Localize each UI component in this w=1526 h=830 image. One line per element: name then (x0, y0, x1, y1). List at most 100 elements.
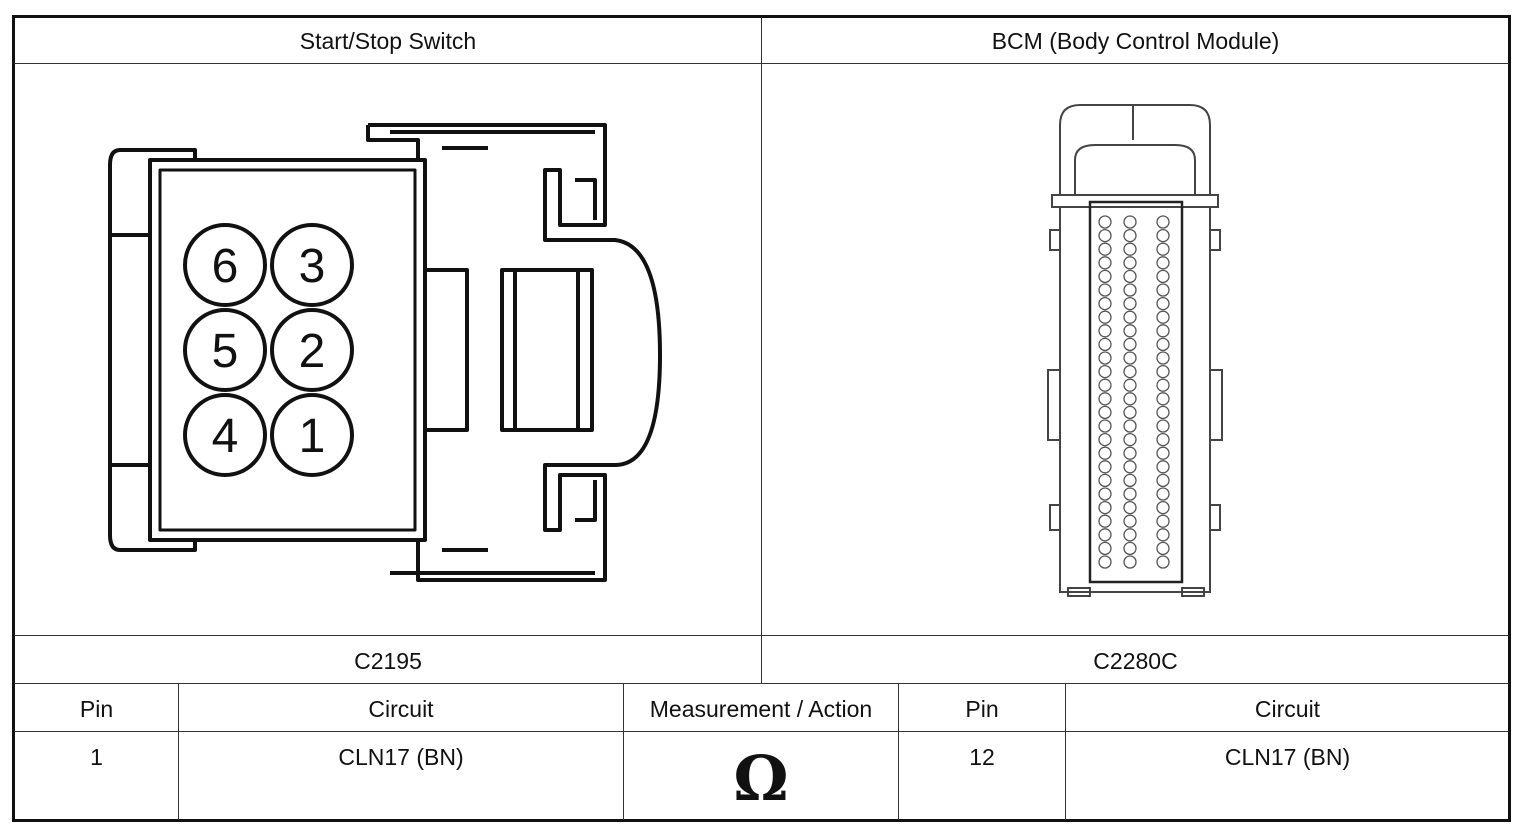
row-pin-b: 12 (969, 744, 995, 770)
left-connector-id: C2195 (354, 648, 422, 674)
pin-label: 5 (212, 325, 239, 378)
bcm-pin-cavity (1156, 378, 1170, 392)
bcm-pin-cavity (1123, 351, 1137, 365)
bcm-pin-cavity (1098, 432, 1112, 447)
bcm-pin-cavity (1123, 419, 1137, 433)
bcm-pin-cavity (1123, 242, 1137, 256)
foot-left (1067, 587, 1091, 597)
header-circuit-a: Circuit (368, 696, 434, 722)
bcm-pin-cavity (1156, 364, 1170, 379)
row-circuit-a: CLN17 (BN) (338, 744, 464, 770)
rule-table-row (14, 731, 1509, 732)
row-circuit-b: CLN17 (BN) (1224, 744, 1351, 770)
bcm-pin-cavity (1123, 405, 1137, 420)
bcm-pin-cavity (1098, 555, 1112, 569)
c2280c-connector-face-drawing (1047, 104, 1223, 597)
bcm-pin-cavity (1156, 528, 1170, 542)
bcm-pin-cavity (1098, 378, 1112, 392)
bcm-pin-cavity (1156, 473, 1170, 488)
bcm-pin-cavity (1098, 228, 1112, 243)
bcm-pin-cavity (1156, 446, 1170, 460)
bcm-pin-cavity (1156, 392, 1170, 406)
divider-center (761, 17, 762, 684)
divider-col2 (623, 684, 624, 820)
bcm-pin-cavity (1098, 514, 1112, 528)
c2195-connector-face-drawing: 6 3 5 2 4 1 (108, 123, 662, 582)
bcm-pin-cavity (1098, 364, 1112, 379)
bcm-pin-cavity (1156, 460, 1170, 474)
rear-shell-inner (390, 130, 597, 575)
bcm-pin-cavity (1098, 351, 1112, 365)
bcm-pin-cavity (1123, 514, 1137, 528)
side-lock-left (423, 268, 469, 432)
bcm-pin-cavity (1156, 242, 1170, 256)
bcm-pin-cavity (1123, 215, 1137, 229)
bcm-pin-cavity (1156, 296, 1170, 311)
bcm-pin-cavity (1156, 555, 1170, 569)
bcm-pin-cavity (1123, 228, 1137, 243)
bcm-pin-cavity (1098, 528, 1112, 542)
pin-label: 3 (299, 240, 326, 293)
bcm-pin-cavity (1156, 337, 1170, 352)
divider-col3 (898, 684, 899, 820)
bcm-pin-cavity (1098, 242, 1112, 256)
bcm-pin-cavity (1098, 283, 1112, 297)
bcm-pin-cavity (1123, 460, 1137, 474)
right-connector-id: C2280C (1093, 648, 1178, 674)
foot-right (1181, 587, 1205, 597)
bcm-pin-cavity (1123, 378, 1137, 392)
bcm-pin-cavity (1156, 256, 1170, 270)
bcm-pin-cavity (1156, 419, 1170, 433)
pin-cavities (183, 223, 354, 477)
header-pin-a: Pin (79, 696, 114, 722)
bcm-pin-cavity (1123, 283, 1137, 297)
side-tab-left-2 (1047, 369, 1061, 441)
bcm-pin-cavity (1123, 432, 1137, 447)
bcm-pin-cavity (1156, 432, 1170, 447)
bcm-pin-cavity (1156, 310, 1170, 324)
bcm-pin-cavity (1098, 473, 1112, 488)
bcm-pin-cavity (1123, 337, 1137, 352)
ohm-measurement-icon: Ω (733, 742, 789, 815)
left-component-title: Start/Stop Switch (299, 28, 477, 54)
bcm-pin-cavity (1098, 405, 1112, 420)
housing-inner (158, 168, 417, 532)
bcm-pin-cavity (1098, 215, 1112, 229)
bcm-pin-cavity (1098, 541, 1112, 556)
pin-cavity-6 (183, 223, 267, 307)
connector-hood-inner (1074, 144, 1196, 195)
bcm-pin-cavity (1098, 256, 1112, 270)
bcm-pin-cavity (1156, 487, 1170, 501)
row-pin-a: 1 (90, 744, 103, 770)
pin-label: 6 (212, 240, 239, 293)
bcm-pin-cavity (1123, 364, 1137, 379)
bcm-pin-cavity (1156, 269, 1170, 284)
bcm-pin-cavity (1098, 392, 1112, 406)
pin-cavity-2 (270, 308, 354, 392)
bcm-pin-cavity (1098, 500, 1112, 515)
bcm-pin-cavity (1123, 446, 1137, 460)
side-tab-right-1 (1209, 229, 1221, 251)
pin-label: 4 (212, 410, 239, 463)
pin-cavity-4 (183, 393, 267, 477)
bcm-pin-cavity (1156, 541, 1170, 556)
bcm-pin-cavity (1156, 324, 1170, 338)
bcm-pin-cavity (1156, 405, 1170, 420)
divider-col1 (178, 684, 179, 820)
side-tab-right-2 (1209, 369, 1223, 441)
bcm-pin-cavity (1123, 528, 1137, 542)
bcm-pin-cavity (1098, 460, 1112, 474)
side-lock-right (500, 268, 594, 432)
pin-grid (1098, 215, 1170, 569)
divider-col4 (1065, 684, 1066, 820)
bcm-pin-cavity (1156, 283, 1170, 297)
bcm-pin-cavity (1156, 514, 1170, 528)
bcm-pin-cavity (1098, 419, 1112, 433)
right-component-title: BCM (Body Control Module) (991, 28, 1280, 54)
connector-hood (1059, 104, 1211, 195)
bcm-pin-cavity (1123, 324, 1137, 338)
side-tab-right-3 (1209, 504, 1221, 531)
rear-shell-outline (366, 123, 662, 582)
bcm-pin-cavity (1098, 337, 1112, 352)
left-latch-outline (108, 148, 150, 552)
